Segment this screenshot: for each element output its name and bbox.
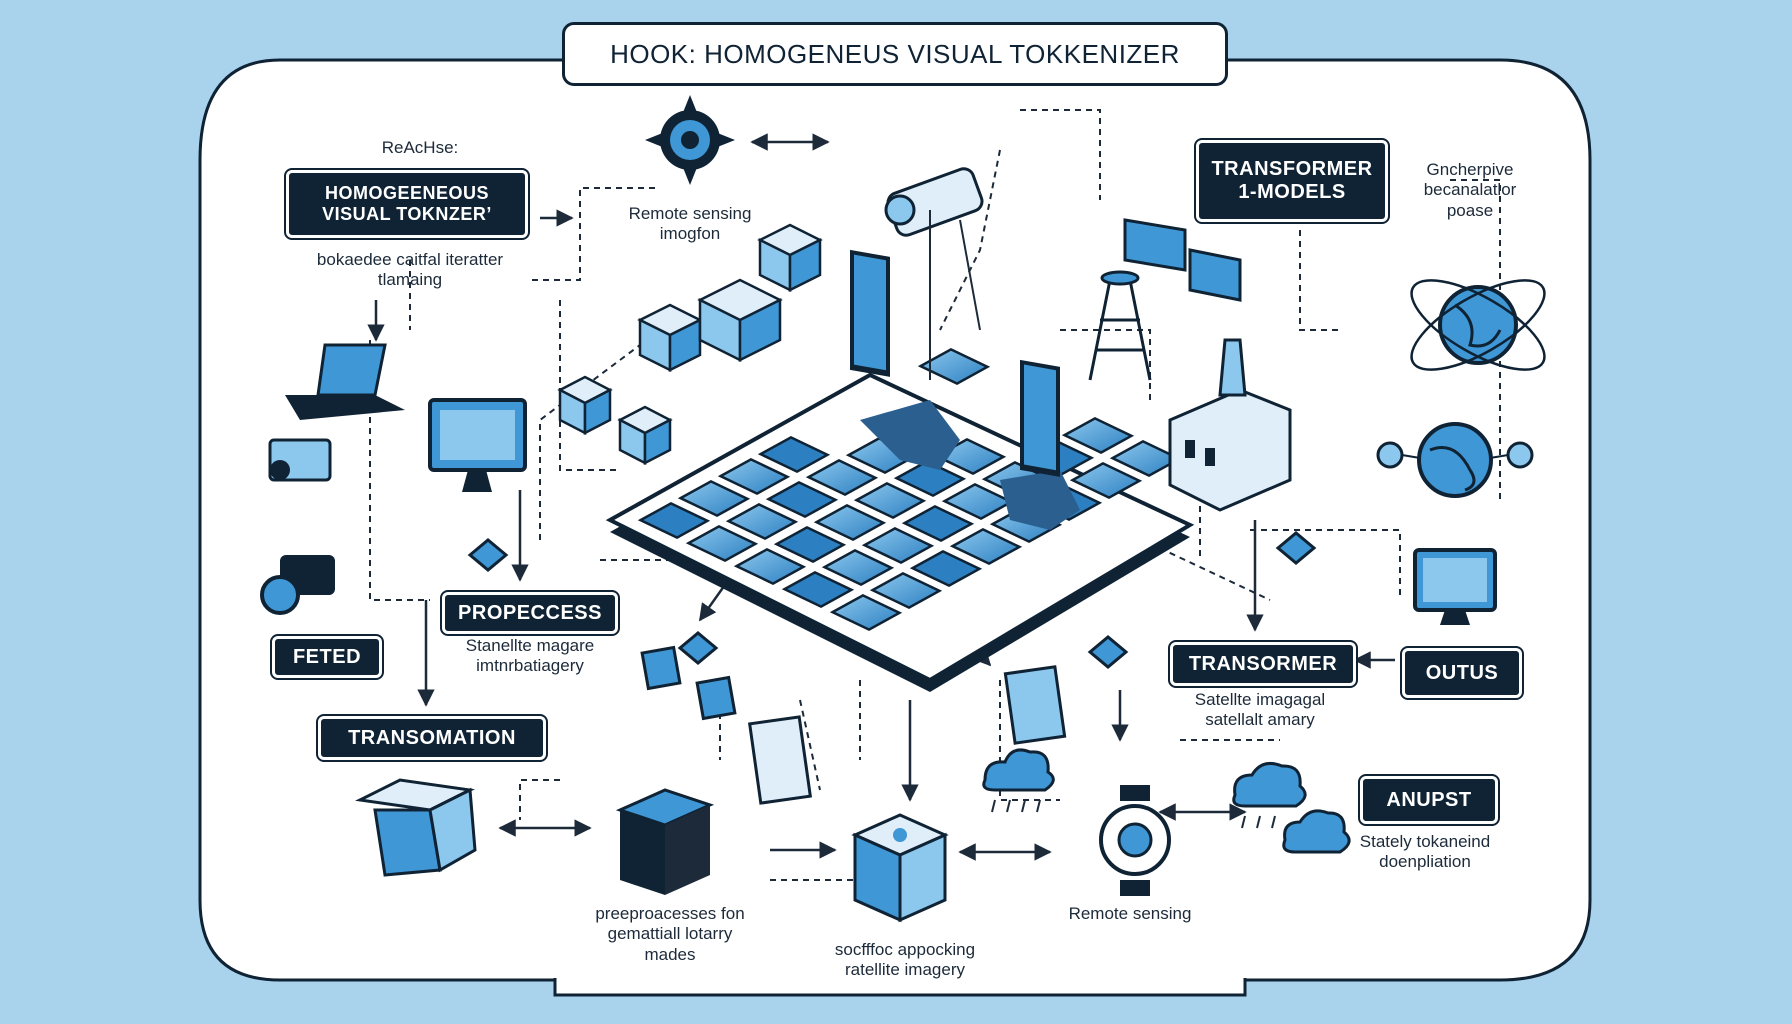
map-tile [677,479,751,518]
map-tile [637,501,711,540]
transform-cube [355,778,477,877]
processing-cube [851,813,949,923]
satellite-imagal-label: Satellte imagagal satellalt amary [1194,690,1326,730]
map-tile [909,549,983,588]
map-tile [717,457,791,496]
satellite-icon [850,167,1060,477]
remote-sensing-label: Remote sensing [1068,904,1192,923]
globe-icon [1376,279,1546,498]
cube-icon [557,223,823,466]
map-grid-icon [605,347,1195,692]
map-tile [949,527,1023,566]
gear-star-icon [645,95,735,185]
outus-box: OUTUS [1400,646,1524,700]
map-tile [861,526,935,565]
stanellite-label: Stanellte magare imtnrbatiagery [465,636,595,676]
transformer-models-box: TRANSFORMER 1-MODELS [1194,138,1390,224]
map-tile [829,593,903,632]
rain-drops [991,799,1276,829]
remote-sensing-imagery-label: Remote sensing imogfon [628,204,752,244]
monitor-icon-right [1413,548,1497,625]
badge-icons [467,531,1317,669]
diagram-title: HOOK: HOMOGENEUS VISUAL TOKKENIZER [562,22,1228,86]
arrows [367,133,1395,861]
cloud-rain-icon [982,748,1351,854]
socfffoc-label: socfffoc appocking ratellite imagery [834,940,976,980]
stately-label: Stately tokaneind doenpliation [1359,832,1491,872]
map-tile [725,502,799,541]
gncherpive-label: Gncherpive becanalatlor poase [1423,160,1517,220]
transormer-box: TRANSORMER [1168,640,1358,688]
map-tile [805,458,879,497]
laptop-icon [285,343,405,420]
map-tile [1061,416,1135,455]
map-tile [821,548,895,587]
map-tile [685,524,759,563]
feted-box: FETED [270,634,384,680]
map-tile [781,570,855,609]
preproacesses-label: preeproacesses fon gemattiall lotarry ma… [595,904,745,964]
map-tile [893,459,967,498]
transomation-box: TRANSOMATION [316,714,548,762]
map-tile [1069,461,1143,500]
hub-icon [1099,785,1171,896]
screen-panels [1123,218,1242,302]
map-tile [765,480,839,519]
map-tile [813,503,887,542]
map-tile [869,571,943,610]
map-tile [917,347,991,386]
small-cards [640,645,1067,805]
image-cube [615,788,715,895]
building-icon [1168,338,1292,512]
map-tile [773,525,847,564]
homogeneous-tokenizer-box: HOMOGEENEOUS VISUAL TOKNZER’ [284,168,530,240]
bokaedee-label: bokaedee caitfal iteratter tlamaing [316,250,504,290]
map-tile [757,435,831,474]
propeccess-box: PROPECCESS [440,590,620,636]
anupst-box: ANUPST [1358,774,1500,826]
map-tile [901,504,975,543]
map-tile [733,547,807,586]
map-tile [853,481,927,520]
camera-icon [260,438,335,615]
tower-icon [1088,270,1152,381]
reachse-label: ReAcHse: [381,138,459,157]
monitor-icon [428,398,527,492]
